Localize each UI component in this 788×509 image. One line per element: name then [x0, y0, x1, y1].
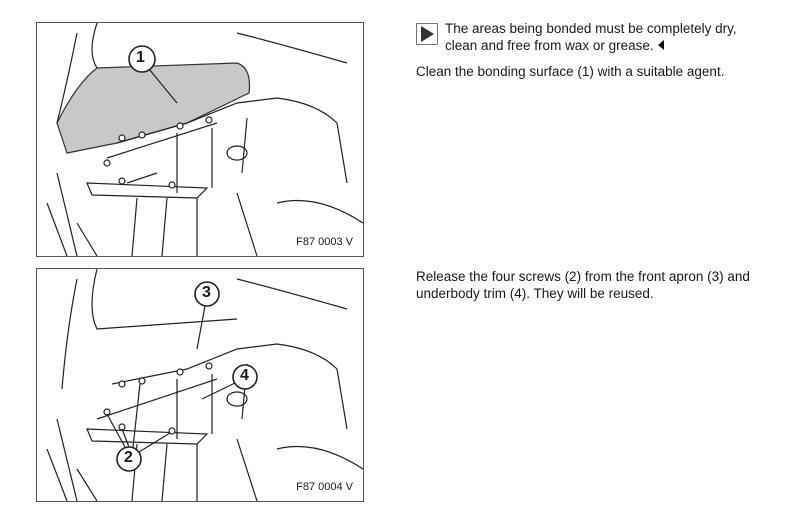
- step-clean: Clean the bonding surface (1) with a sui…: [416, 64, 725, 79]
- note-text: The areas being bonded must be completel…: [445, 21, 737, 53]
- callout-4: 4: [240, 367, 249, 384]
- note-triangle-icon: [416, 23, 438, 45]
- callout-2: 2: [124, 449, 133, 466]
- bumper-illustration: [46, 23, 363, 256]
- callout-1: 1: [136, 49, 145, 66]
- callout-3: 3: [202, 284, 211, 301]
- figure-code: F87 0003 V: [294, 236, 355, 248]
- step-release-screws: Release the four screws (2) from the fro…: [416, 269, 750, 301]
- figure-screws: 3 4 2 F87 0004 V: [36, 268, 364, 502]
- end-marker-icon: [657, 40, 664, 50]
- note-block: The areas being bonded must be completel…: [416, 20, 745, 54]
- figure-code: F87 0004 V: [294, 481, 355, 493]
- figure-bonding-surface: 1 F87 0003 V: [36, 22, 364, 257]
- apron-illustration: [46, 269, 363, 501]
